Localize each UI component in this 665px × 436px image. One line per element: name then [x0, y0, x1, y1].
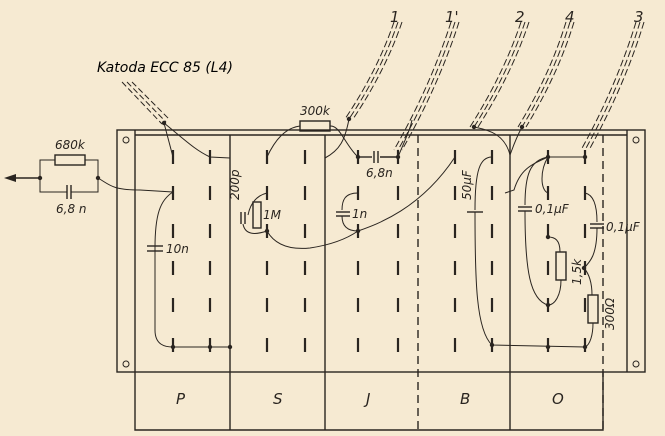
lead-wire: [525, 21, 575, 128]
lead-wire: [401, 21, 460, 151]
section-label-j: J: [366, 390, 371, 408]
capacitor-10n-label: 10n: [166, 242, 189, 256]
section-label-p: P: [176, 390, 186, 408]
lead-wire: [469, 21, 522, 128]
mounting-hole: [122, 136, 130, 144]
resistor-1m-label: 1M: [263, 208, 281, 222]
lead-wire: [344, 21, 395, 120]
lead-wire: [521, 21, 571, 128]
lead-wire: [393, 21, 452, 151]
lead-label-1: 1: [390, 8, 400, 26]
output-arrow-icon: [4, 174, 16, 182]
lead-wire: [352, 21, 403, 120]
mounting-hole: [632, 136, 640, 144]
lead-wire: [473, 21, 526, 128]
lead-wire: [348, 21, 399, 120]
input-network: [4, 154, 174, 199]
lead-wire: [580, 21, 637, 151]
capacitor-0-1uf-a-label: 0,1µF: [535, 202, 569, 216]
resistor-680k-label: 680k: [55, 138, 85, 152]
cathode-label: Katoda ECC 85 (L4): [97, 60, 233, 76]
section-label-s: S: [273, 390, 283, 408]
lead-label-3: 3: [634, 8, 644, 26]
lead-label-2: 2: [515, 8, 525, 26]
lead-wire: [584, 21, 641, 151]
capacitor-6-8n-label: 6,8n: [366, 166, 393, 180]
capacitor-200p-label: 200p: [228, 169, 242, 200]
resistor-300ohm-label: 300Ω: [603, 297, 617, 330]
capacitor-50uf-label: 50µF: [460, 170, 474, 200]
capacitor-1n-label: 1n: [352, 207, 368, 221]
section-label-b: B: [460, 390, 471, 408]
lead-wires: [344, 21, 645, 151]
lead-label-4: 4: [565, 8, 575, 26]
cathode-lead: [121, 81, 231, 159]
resistor-300k-label: 300k: [300, 104, 330, 118]
lead-wire: [397, 21, 456, 151]
board: [116, 129, 646, 431]
lead-wire: [517, 21, 567, 128]
resistor-1-5k-label: 1,5k: [570, 258, 584, 285]
lead-wire: [477, 21, 530, 128]
section-label-o: O: [552, 390, 564, 408]
capacitor-0-1uf-b-label: 0,1µF: [606, 220, 640, 234]
mounting-hole: [122, 360, 130, 368]
lead-wire: [588, 21, 645, 151]
capacitor-6-8n-left-label: 6,8 n: [56, 202, 87, 216]
lead-label-1-prime: 1': [445, 8, 459, 26]
mounting-hole: [632, 360, 640, 368]
